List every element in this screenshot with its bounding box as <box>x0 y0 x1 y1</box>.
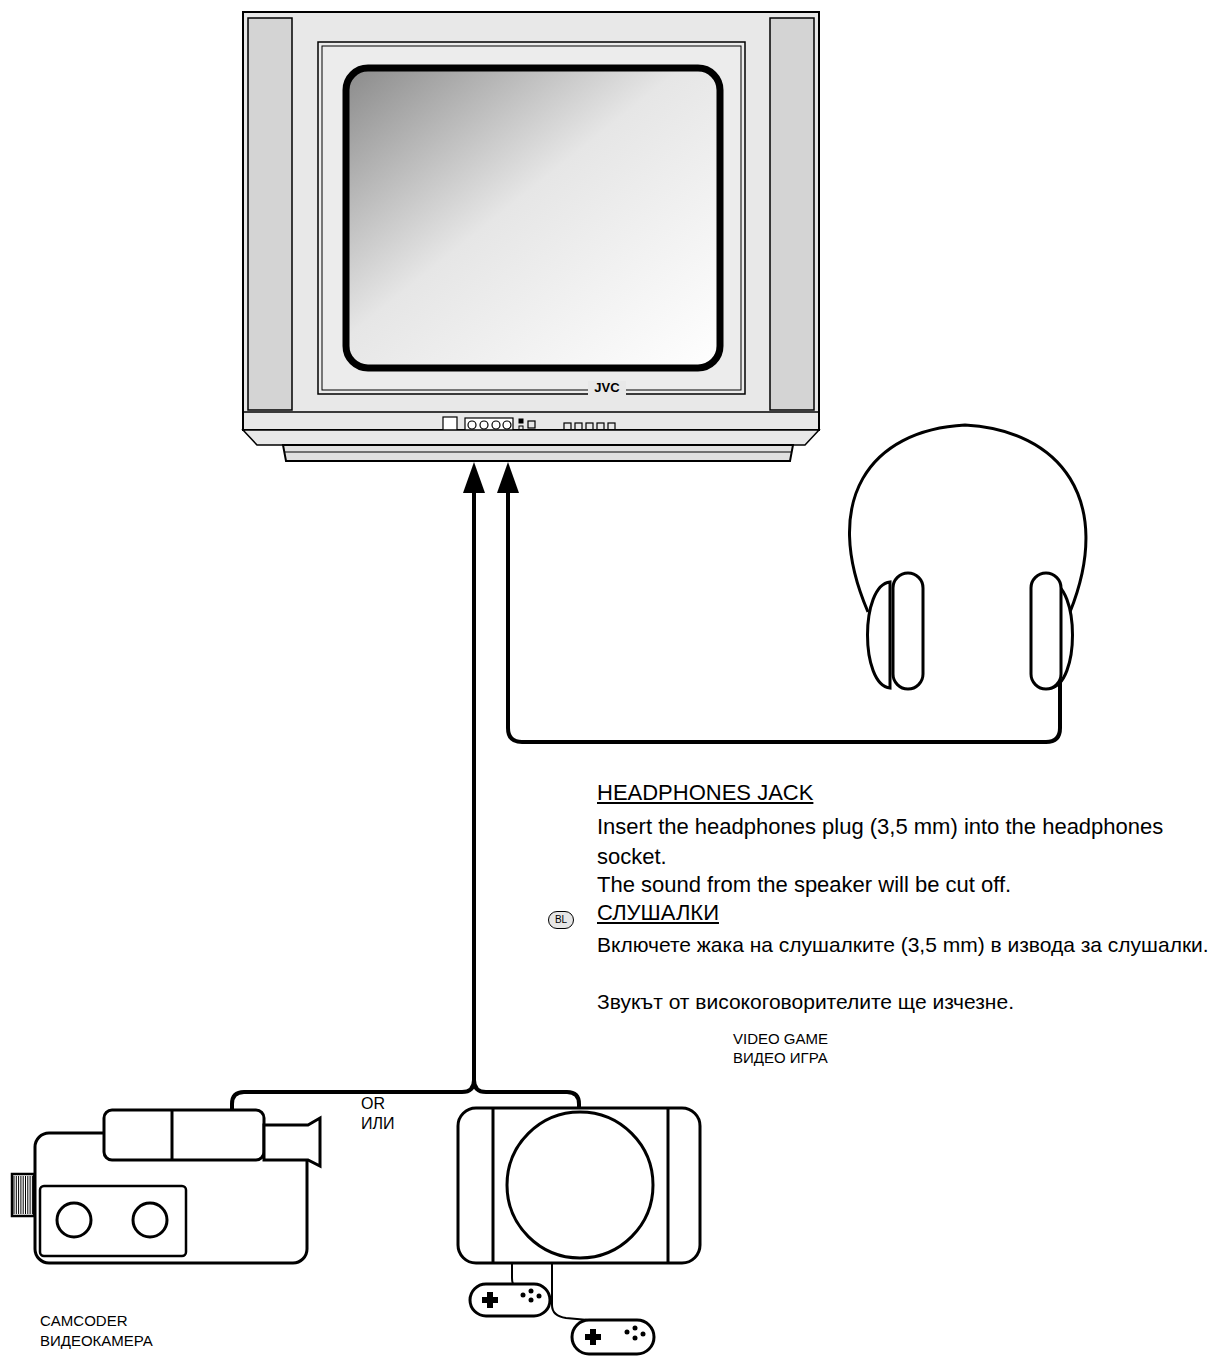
instruction-text: The sound from the speaker will be cut o… <box>597 872 1011 897</box>
device-label: ВИДЕОКАМЕРА <box>40 1332 153 1349</box>
connection-wires <box>232 492 1060 1112</box>
heading: СЛУШАЛКИ <box>597 900 719 925</box>
instruction-text: Звукът от високоговорителите ще изчезне. <box>597 990 1014 1014</box>
heading: HEADPHONES JACK <box>597 780 813 805</box>
arrow-heads <box>463 462 519 493</box>
headphones <box>849 425 1085 689</box>
device-label: ВИДЕО ИГРА <box>733 1049 828 1066</box>
brand-logo: JVC <box>588 381 626 396</box>
device-label: CAMCODER <box>40 1312 128 1329</box>
instruction-text: Insert the headphones plug (3,5 mm) into… <box>597 812 1217 872</box>
device-label: VIDEO GAME <box>733 1030 828 1047</box>
language-badge: BL <box>548 911 574 929</box>
camcoder <box>12 1110 320 1263</box>
conjunction-label: OR <box>361 1095 385 1113</box>
conjunction-label: ИЛИ <box>361 1115 395 1133</box>
instruction-text: Включете жака на слушалките (3,5 mm) в и… <box>597 930 1219 960</box>
tv-set <box>243 12 819 461</box>
video-game <box>458 1108 700 1354</box>
